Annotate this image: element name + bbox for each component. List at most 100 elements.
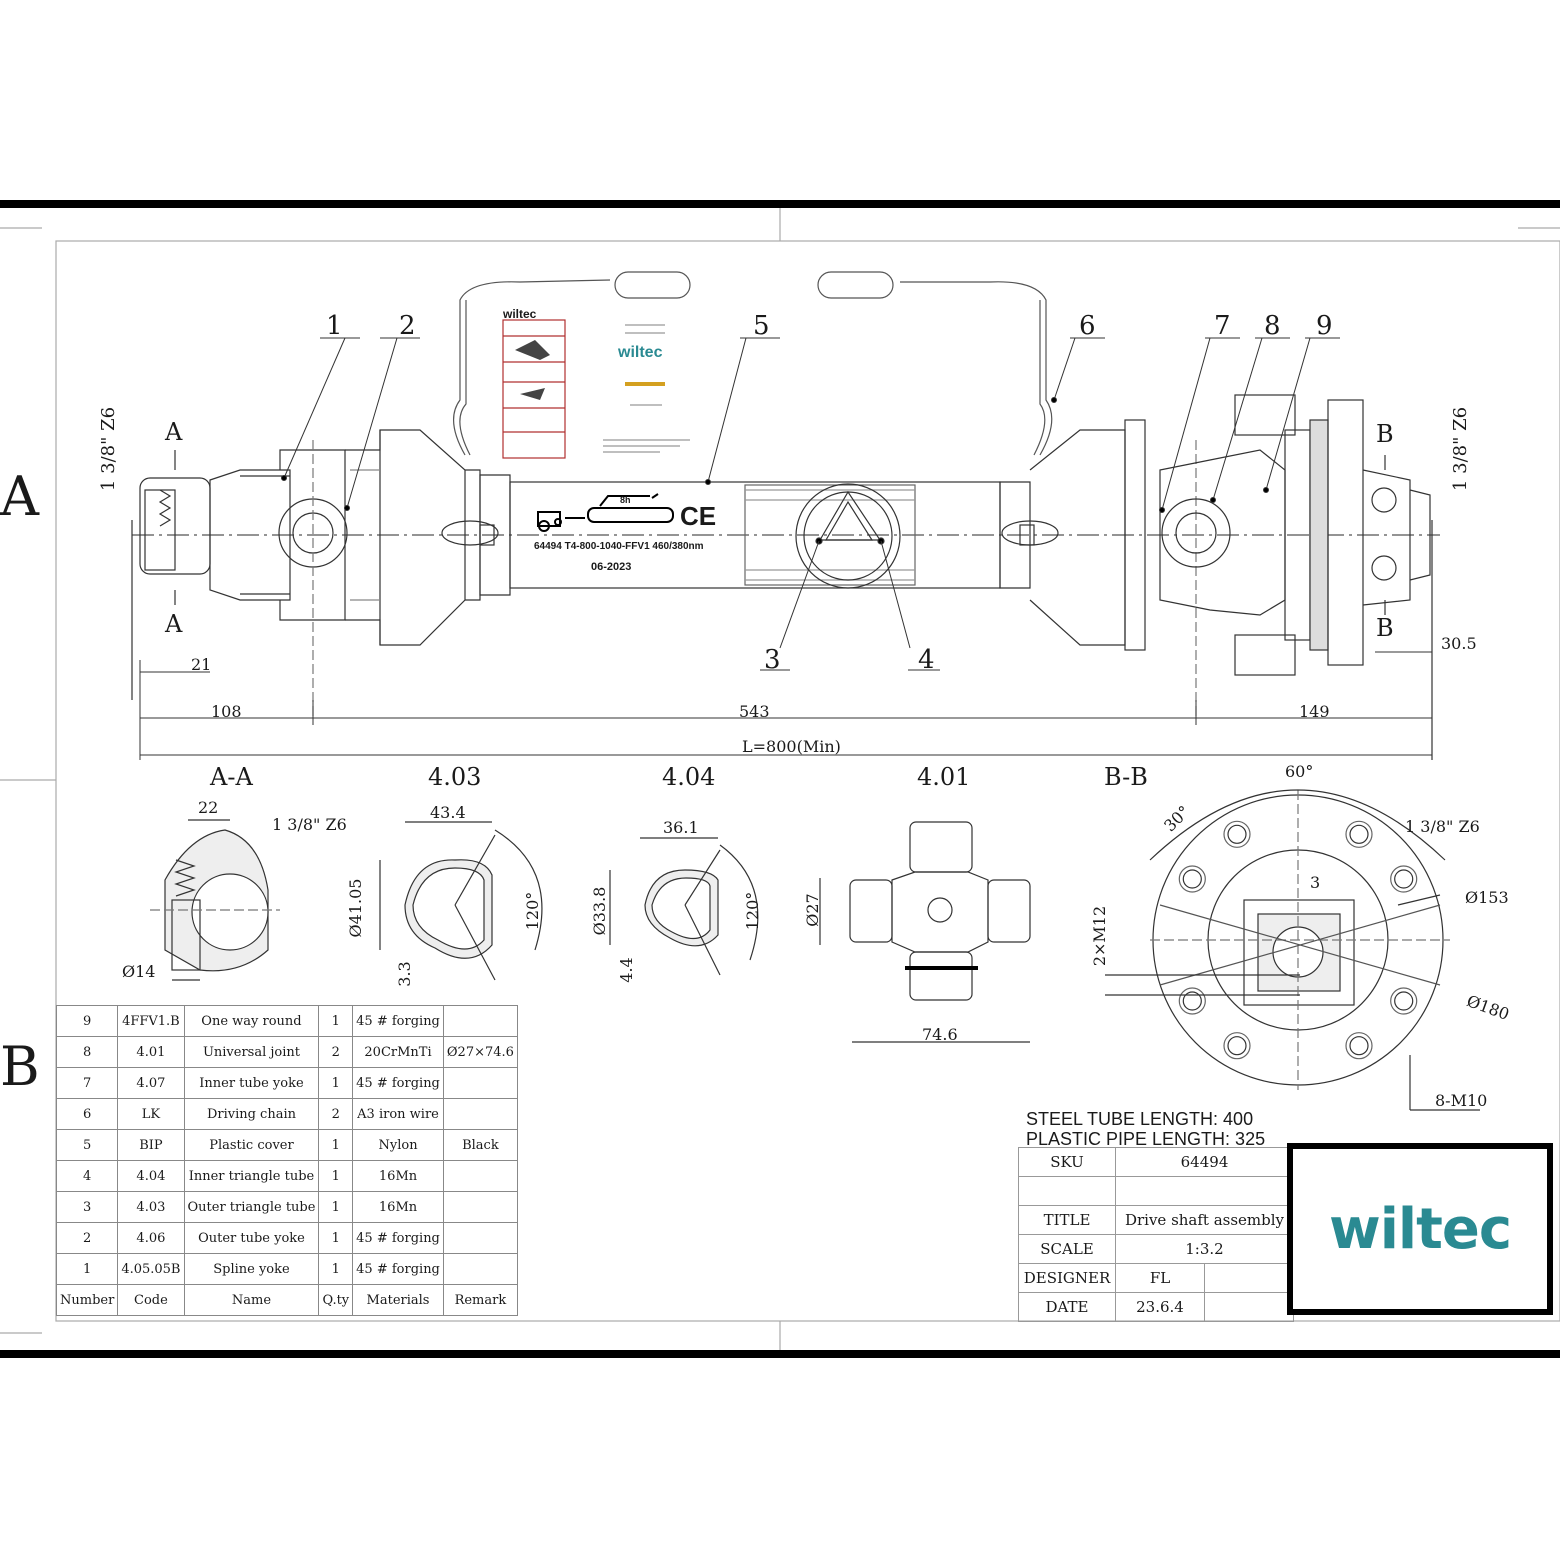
bom-cell: 4.07 [117, 1067, 185, 1099]
bolt-hole [1227, 1036, 1247, 1056]
bom-cell: 2 [318, 1036, 354, 1068]
dim-543: 543 [739, 702, 770, 721]
duty-label: 8h [620, 495, 631, 505]
dim-149: 149 [1299, 702, 1330, 721]
v403-width: 43.4 [430, 803, 466, 822]
driving-chain-left [453, 271, 691, 456]
steel-tube-note: STEEL TUBE LENGTH: 400 [1026, 1109, 1254, 1129]
plastic-pipe-note: PLASTIC PIPE LENGTH: 325 [1026, 1129, 1266, 1149]
bom-cell: Driving chain [183, 1098, 320, 1130]
aa-spline: 1 3/8" Z6 [272, 815, 347, 834]
bom-cell: 4.05.05B [117, 1253, 185, 1285]
bolt-head [1178, 987, 1206, 1015]
v403-angle: 120° [523, 891, 542, 931]
universal-joint-left [278, 429, 466, 720]
view-aa-title: A-A [210, 763, 253, 791]
view-404-title: 4.04 [662, 763, 716, 791]
ce-mark: CE [680, 501, 717, 531]
balloon-5: 5 [753, 311, 770, 341]
bom-cell: Inner tube yoke [183, 1067, 320, 1099]
bom-cell: 4.06 [117, 1222, 185, 1254]
bom-cell: 1 [318, 1253, 354, 1285]
driving-chain-right [817, 271, 1053, 456]
bolt-hole [1394, 869, 1414, 889]
designer-value: FL [1115, 1263, 1205, 1293]
dimension-lines [139, 651, 1432, 760]
section-a-bottom: A [165, 610, 183, 638]
bom-header-cell: Materials [352, 1284, 444, 1316]
bom-cell [442, 1005, 518, 1037]
bolt-head [1223, 820, 1251, 848]
bom-cell: 45 # forging [352, 1253, 444, 1285]
bom-cell: 4.03 [117, 1191, 185, 1223]
balloon-9: 9 [1316, 311, 1333, 341]
bolt-head [1345, 820, 1373, 848]
bom-cell: Nylon [352, 1129, 444, 1161]
bom-cell [442, 1160, 518, 1192]
flange-bb-view [1149, 789, 1450, 1090]
guard-cone-right [999, 419, 1146, 651]
bom-header-cell: Remark [442, 1284, 518, 1316]
bolt-hole [1182, 869, 1202, 889]
logo-box: wiltec [1287, 1143, 1553, 1315]
v404-angle: 120° [743, 891, 762, 931]
bom-cell: 2 [318, 1098, 354, 1130]
bom-cell: 2 [55, 1222, 119, 1254]
spline-label-left: 1 3/8" Z6 [98, 406, 119, 492]
bolt-head [1390, 987, 1418, 1015]
bom-header-cell: Code [117, 1284, 185, 1316]
bom-cell: LK [117, 1098, 185, 1130]
warning-sticker [502, 319, 566, 459]
bom-cell: 9 [55, 1005, 119, 1037]
bom-cell: Spline yoke [183, 1253, 320, 1285]
bom-cell: 4FFV1.B [117, 1005, 185, 1037]
bb-m12: 2×M12 [1090, 905, 1109, 967]
bom-cell [442, 1098, 518, 1130]
bb-angle-60: 60° [1285, 762, 1314, 781]
bb-dim-lines [1105, 894, 1480, 1111]
balloon-8: 8 [1264, 311, 1281, 341]
bom-cell: 8 [55, 1036, 119, 1068]
view-bb-title: B-B [1104, 763, 1148, 791]
balloon-4: 4 [918, 645, 935, 675]
bolt-head [1223, 1032, 1251, 1060]
bom-cell: Ø27×74.6 [442, 1036, 518, 1068]
bom-cell [442, 1191, 518, 1223]
balloon-2: 2 [399, 311, 416, 341]
bom-cell: 20CrMnTi [352, 1036, 444, 1068]
section-lines [131, 450, 1433, 760]
bom-cell: Plastic cover [183, 1129, 320, 1161]
bom-cell: 5 [55, 1129, 119, 1161]
product-code: 64494 T4-800-1040-FFV1 460/380nm [534, 541, 704, 552]
bom-cell: 1 [318, 1005, 354, 1037]
bb-dim-3: 3 [1310, 873, 1321, 892]
spline-label-right: 1 3/8" Z6 [1450, 406, 1471, 492]
dim-108: 108 [211, 702, 242, 721]
sku-label: SKU [1018, 1147, 1116, 1177]
bom-cell: 1 [55, 1253, 119, 1285]
dim-21: 21 [191, 655, 212, 674]
dim-30-5: 30.5 [1441, 634, 1477, 653]
bom-cell: BIP [117, 1129, 185, 1161]
scale-value: 1:3.2 [1115, 1234, 1294, 1264]
bom-cell: 1 [318, 1129, 354, 1161]
aa-dim-22: 22 [198, 798, 219, 817]
bom-cell: Outer triangle tube [183, 1191, 320, 1223]
bom-cell: Inner triangle tube [183, 1160, 320, 1192]
bolt-head [1178, 865, 1206, 893]
friction-clutch [1234, 394, 1431, 676]
dim-total-length: L=800(Min) [742, 737, 841, 756]
date-value: 23.6.4 [1115, 1292, 1205, 1322]
bolt-hole [1227, 824, 1247, 844]
aa-dia-14: Ø14 [122, 962, 156, 981]
spline-yoke-left [139, 449, 346, 621]
bom-cell: One way round [183, 1005, 320, 1037]
v404-diameter: Ø33.8 [590, 886, 609, 936]
bom-cell: Outer tube yoke [183, 1222, 320, 1254]
bom-cell: 1 [318, 1067, 354, 1099]
